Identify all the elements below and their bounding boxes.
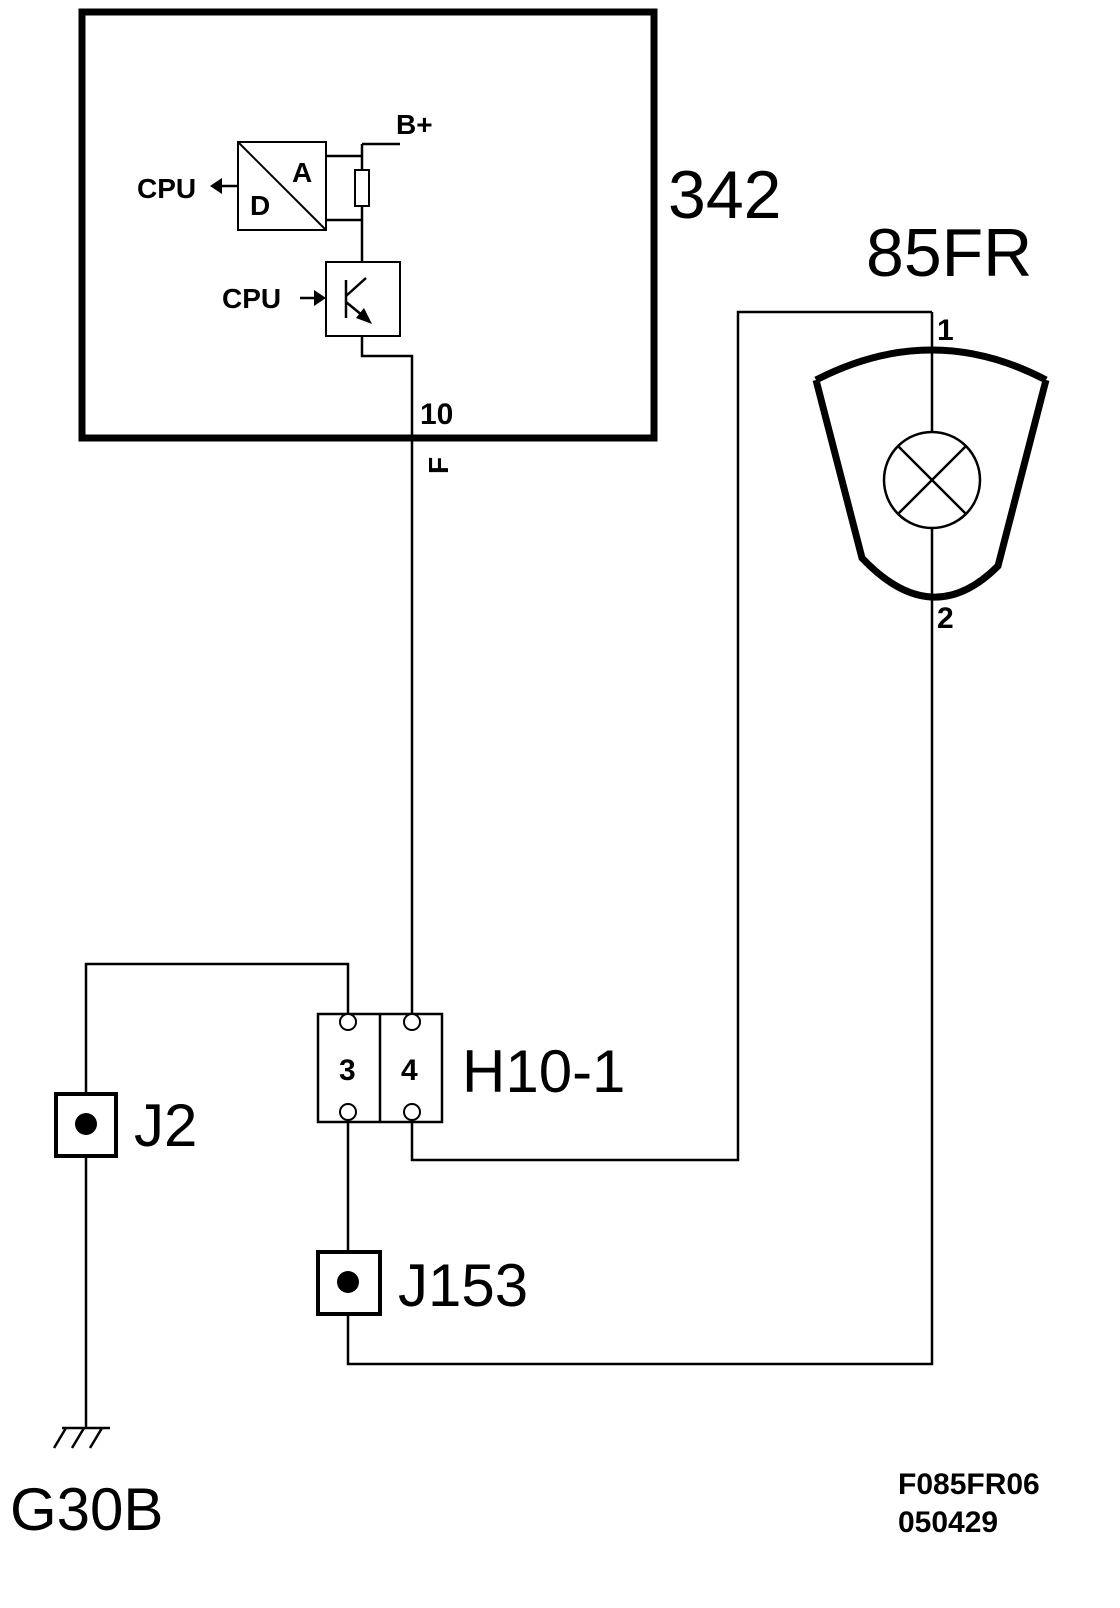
lamp-pin-2: 2: [937, 602, 954, 635]
lamp-pin-1: 1: [937, 314, 954, 347]
connector-pin-3: 3: [339, 1054, 356, 1087]
ecu-pin-10: 10: [420, 398, 453, 431]
supply-label: B+: [396, 109, 433, 140]
ecu-module: A D CPU B+ CPU 10: [78, 8, 658, 442]
connector-pin-4: 4: [401, 1054, 418, 1087]
ground-id: G30B: [10, 1476, 163, 1543]
adc-label-d: D: [250, 190, 270, 221]
figure-code: F085FR06: [898, 1468, 1040, 1501]
cpu-output-label: CPU: [137, 173, 196, 204]
resistor-icon: [354, 169, 370, 207]
wire-color-label: F: [423, 457, 454, 474]
wires: [84, 310, 934, 1428]
arrow-right-icon: [300, 290, 326, 306]
ecu-outline: [78, 8, 658, 442]
ground-icon: [52, 1426, 110, 1449]
cpu-input-label: CPU: [222, 283, 281, 314]
lamp-id: 85FR: [866, 215, 1032, 291]
adc-label-a: A: [292, 157, 312, 188]
transistor-icon: [325, 261, 401, 337]
splice-j153-id: J153: [398, 1252, 528, 1319]
ecu-id: 342: [668, 157, 781, 233]
splice-j2-icon: [54, 1092, 118, 1158]
connector-icon: [316, 1012, 444, 1124]
arrow-left-icon: [210, 178, 238, 194]
connector-id: H10-1: [462, 1038, 625, 1105]
figure-date: 050429: [898, 1506, 998, 1539]
splice-j153-icon: [316, 1250, 382, 1316]
splice-j2-id: J2: [134, 1092, 197, 1159]
